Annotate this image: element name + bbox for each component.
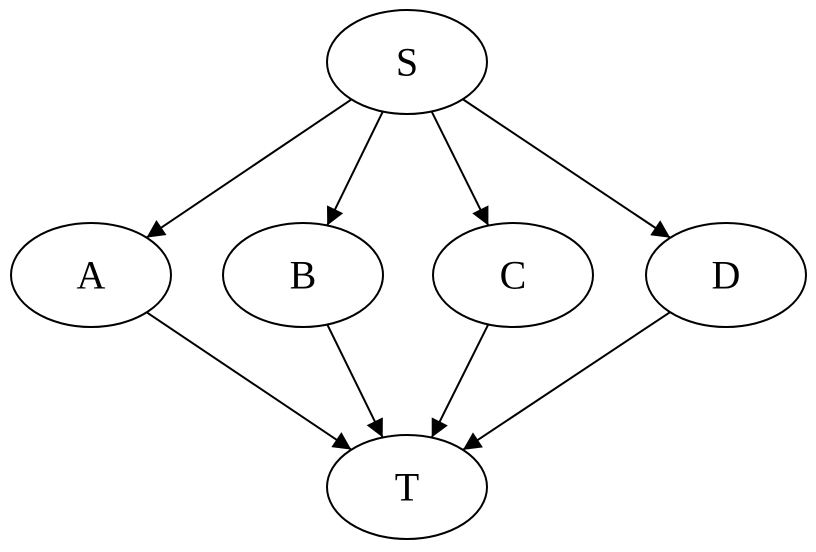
edge-S-D <box>462 98 671 239</box>
edge-A-T <box>146 311 352 451</box>
node-C-ellipse <box>432 222 594 328</box>
node-C-label: C <box>500 253 527 298</box>
node-B-ellipse <box>222 222 384 328</box>
node-B: B <box>222 222 384 328</box>
edge-S-A <box>145 98 353 239</box>
node-D-ellipse <box>645 222 807 328</box>
node-S-label: S <box>396 40 418 85</box>
edge-B-T <box>326 324 384 438</box>
node-A: A <box>10 222 172 328</box>
node-A-ellipse <box>10 222 172 328</box>
node-S: S <box>326 9 488 115</box>
node-T-label: T <box>395 465 419 510</box>
edge-S-B <box>326 111 384 226</box>
node-D-label: D <box>712 253 741 298</box>
node-C: C <box>432 222 594 328</box>
node-T: T <box>326 434 488 540</box>
node-D: D <box>645 222 807 328</box>
edge-S-C <box>430 111 490 226</box>
edge-C-T <box>430 324 490 438</box>
node-T-ellipse <box>326 434 488 540</box>
node-B-label: B <box>290 253 317 298</box>
node-A-label: A <box>77 253 106 298</box>
edge-D-T <box>462 311 671 451</box>
node-S-ellipse <box>326 9 488 115</box>
